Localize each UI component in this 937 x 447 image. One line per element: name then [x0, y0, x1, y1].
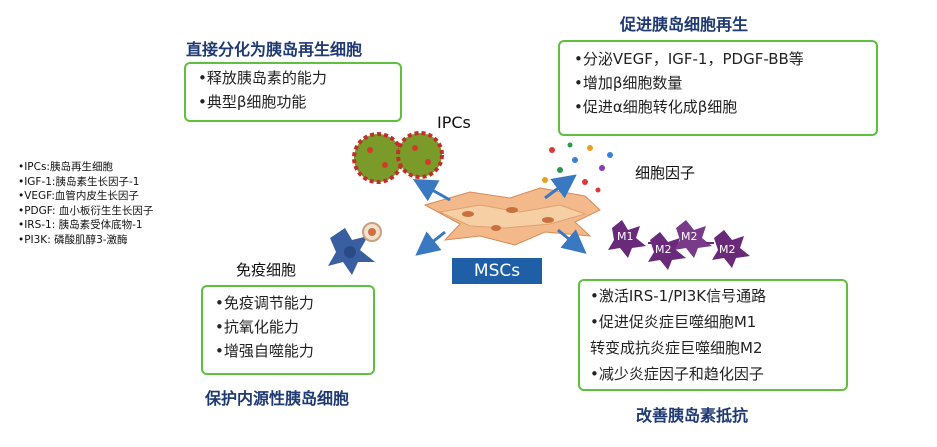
ipcs-cells: [352, 131, 444, 184]
protect-islet-box: •免疫调节能力 •抗氧化能力 •增强自噬能力: [201, 285, 375, 375]
box-item: •免疫调节能力: [215, 294, 314, 312]
arrows: [412, 174, 587, 256]
m2-label-3: M2: [719, 243, 736, 256]
ipcs-label: IPCs: [437, 113, 471, 132]
box-item: 转变成抗炎症巨噬细胞M2: [590, 339, 763, 357]
box-item: •减少炎症因子和趋化因子: [590, 365, 764, 383]
promote-regeneration-heading: 促进胰岛细胞再生: [620, 15, 749, 34]
macrophages: [608, 220, 750, 270]
box-item: •促进促炎症巨噬细胞M1: [590, 313, 757, 331]
protect-islet-heading: 保护内源性胰岛细胞: [205, 389, 350, 408]
box-item: •抗氧化能力: [215, 318, 299, 336]
m2-label-1: M2: [655, 243, 672, 256]
cytokine-dots: [542, 142, 613, 193]
legend-item: •PI3K: 磷酸肌醇3-激酶: [18, 233, 128, 246]
legend-item: •PDGF: 血小板衍生生长因子: [18, 204, 154, 217]
immune-cells: [328, 222, 382, 275]
abbreviation-legend: •IPCs:胰岛再生细胞 •IGF-1:胰岛素生长因子-1 •VEGF:血管内皮…: [18, 160, 153, 247]
m1-label: M1: [617, 230, 634, 243]
box-item: •分泌VEGF，IGF-1，PDGF-BB等: [574, 50, 804, 68]
cytokines-label: 细胞因子: [635, 164, 696, 182]
legend-item: •IPCs:胰岛再生细胞: [18, 161, 113, 173]
direct-differentiation-heading: 直接分化为胰岛再生细胞: [186, 40, 363, 59]
box-item: •激活IRS-1/PI3K信号通路: [590, 287, 767, 305]
legend-item: •IRS-1: 胰岛素受体底物-1: [18, 219, 143, 231]
box-item: •典型β细胞功能: [198, 93, 307, 111]
promote-regeneration-box: •分泌VEGF，IGF-1，PDGF-BB等 •增加β细胞数量 •促进α细胞转化…: [558, 40, 878, 136]
insulin-resistance-box: •激活IRS-1/PI3K信号通路 •促进促炎症巨噬细胞M1 转变成抗炎症巨噬细…: [578, 279, 848, 391]
box-item: •增强自噬能力: [215, 342, 314, 360]
direct-differentiation-box: •释放胰岛素的能力 •典型β细胞功能: [184, 62, 402, 122]
mscs-cells: [423, 187, 601, 246]
legend-item: •IGF-1:胰岛素生长因子-1: [18, 175, 140, 188]
box-item: •释放胰岛素的能力: [198, 69, 327, 87]
legend-item: •VEGF:血管内皮生长因子: [18, 190, 139, 202]
m2-label-2: M2: [681, 230, 698, 243]
box-item: •促进α细胞转化成β细胞: [574, 98, 738, 116]
insulin-resistance-heading: 改善胰岛素抵抗: [636, 406, 749, 425]
immune-cells-label: 免疫细胞: [236, 261, 297, 279]
mscs-label: MSCs: [452, 258, 542, 284]
box-item: •增加β细胞数量: [574, 74, 683, 92]
